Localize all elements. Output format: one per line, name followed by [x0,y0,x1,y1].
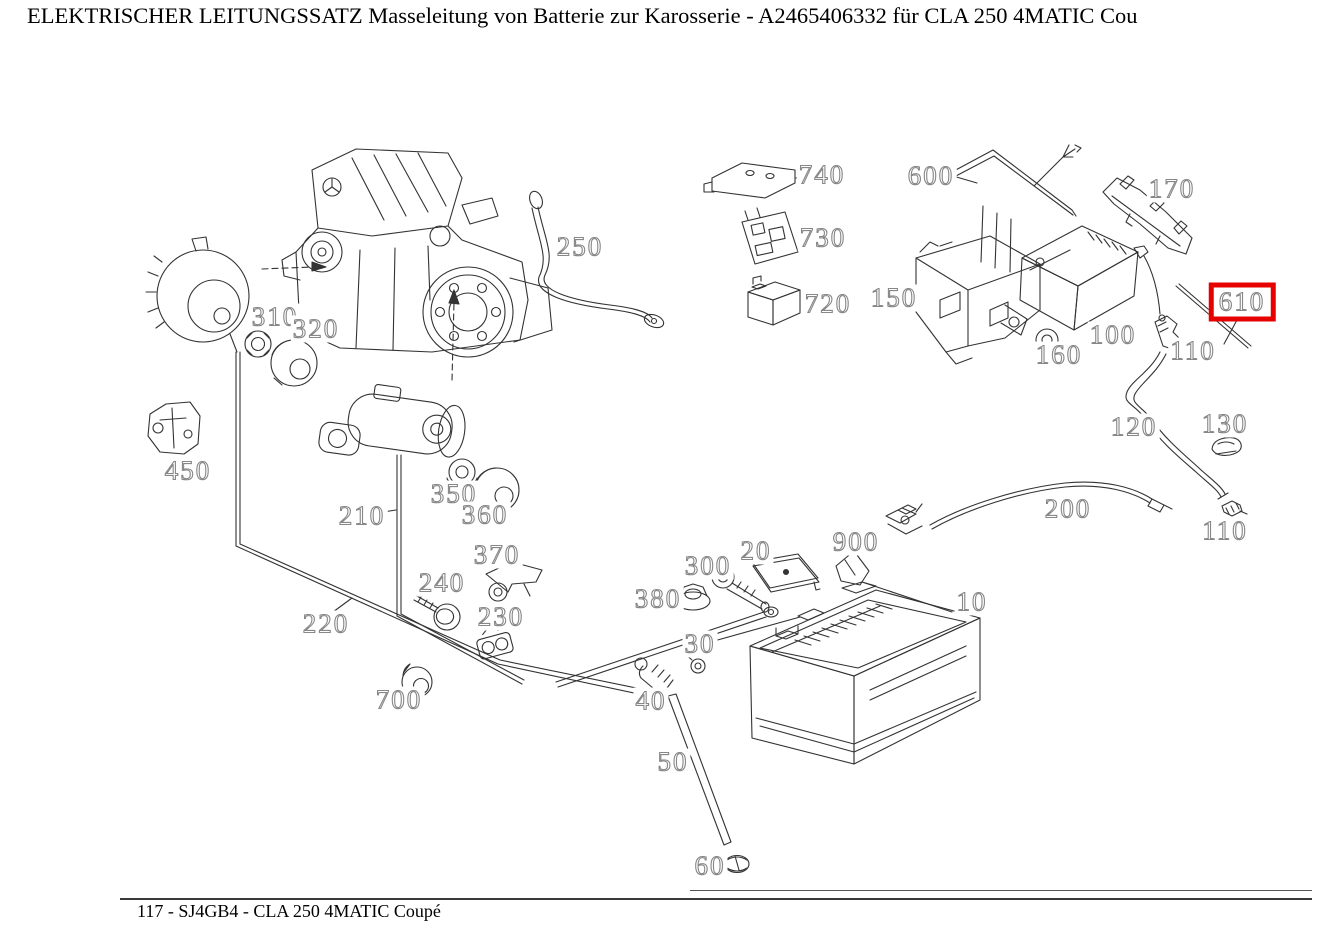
battery-100-sketch [1019,225,1161,331]
part-label-210[interactable]: 210 [336,500,388,531]
tray-150-sketch [915,235,1041,365]
part-label-120[interactable]: 120 [1108,411,1160,442]
part-label-450[interactable]: 450 [162,455,214,486]
part-label-230[interactable]: 230 [475,601,527,632]
cable-50-sketch [667,693,732,846]
rail-170-sketch [1102,175,1193,255]
part-label-730[interactable]: 730 [797,222,849,253]
part-label-720[interactable]: 720 [802,288,854,319]
footer-text: 117 - SJ4GB4 - CLA 250 4MATIC Coupé [137,901,441,921]
part-label-130[interactable]: 130 [1199,408,1251,439]
part-label-20[interactable]: 20 [738,535,774,566]
part-label-370[interactable]: 370 [471,539,523,570]
part-label-300[interactable]: 300 [682,550,734,581]
connector-110-bottom-sketch [1221,500,1248,517]
part-label-240[interactable]: 240 [416,567,468,598]
part-label-380[interactable]: 380 [632,583,684,614]
part-label-10[interactable]: 10 [954,586,990,617]
part-label-50[interactable]: 50 [655,746,691,777]
nut-310-sketch [244,330,272,358]
part-label-110[interactable]: 110 [1168,335,1218,366]
cable-200-sketch [929,481,1173,530]
terminal-900-sketch [835,503,953,613]
part-label-900[interactable]: 900 [830,526,882,557]
plate-20-sketch [751,553,821,593]
part-label-610[interactable]: 610 [1208,282,1276,322]
footer-rule-secondary [690,890,1312,891]
part-label-160[interactable]: 160 [1033,339,1085,370]
part-label-100[interactable]: 100 [1087,319,1139,350]
leader-600 [952,175,978,184]
part-label-320[interactable]: 320 [290,313,342,344]
part-label-110[interactable]: 110 [1200,515,1250,546]
page-title: ELEKTRISCHER LEITUNGSSATZ Masseleitung v… [27,3,1138,28]
part-label-220[interactable]: 220 [300,608,352,639]
bracket-450-sketch [147,401,201,455]
part-label-30[interactable]: 30 [682,628,718,659]
footer-rule-main [120,898,1312,900]
part-label-250[interactable]: 250 [554,231,606,262]
harness-600-sketch [941,144,1082,273]
part-label-150[interactable]: 150 [868,282,920,313]
ground-strap-250-sketch [529,190,665,329]
box-720-sketch [747,275,801,326]
part-label-740[interactable]: 740 [796,159,848,190]
part-label-40[interactable]: 40 [633,685,669,716]
part-label-200[interactable]: 200 [1042,493,1094,524]
starter-motor-sketch [318,384,466,458]
ground-cable-220-sketch [235,351,779,697]
part-label-700[interactable]: 700 [373,684,425,715]
part-label-170[interactable]: 170 [1146,173,1198,204]
part-label-60[interactable]: 60 [692,850,728,881]
part-label-360[interactable]: 360 [459,499,511,530]
screw-240-sketch [413,595,461,631]
alternator-sketch [145,236,250,353]
part-label-310[interactable]: 310 [249,301,301,332]
battery-10-sketch [749,581,981,765]
part-label-600[interactable]: 600 [905,160,957,191]
engine-sketch [261,148,553,381]
